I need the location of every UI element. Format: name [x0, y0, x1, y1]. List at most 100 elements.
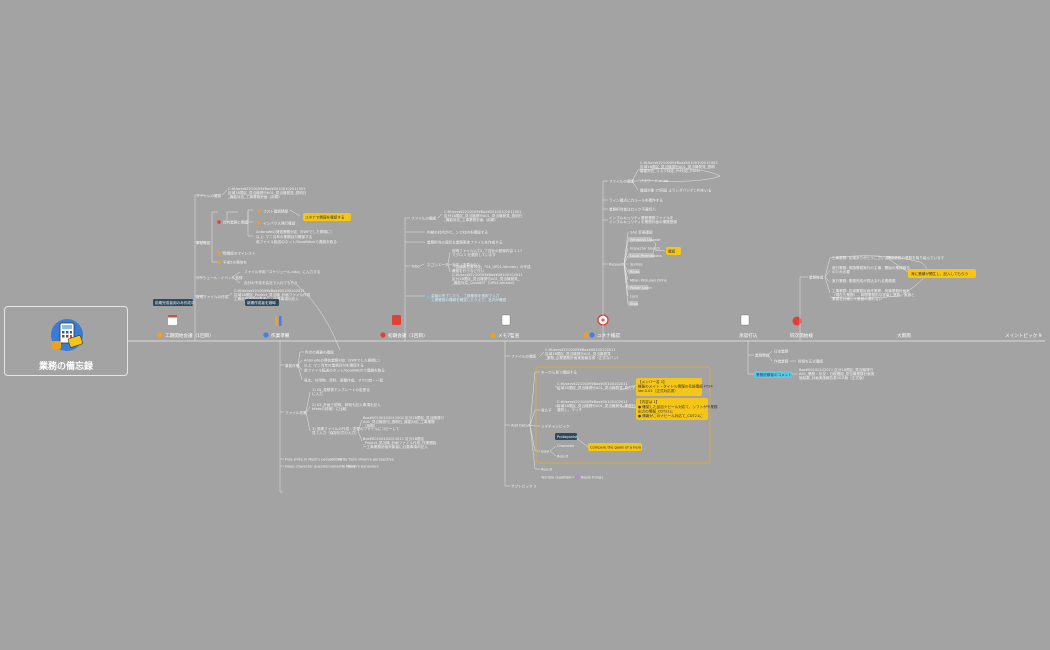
- checklist-icon: [740, 314, 750, 326]
- t3-path-1: C:¥Users¥2210009¥Box¥00100102011002: [444, 210, 522, 214]
- t2-prep-4: 見本、共用物、資料、書類作成、マクロ有・一覧: [304, 378, 383, 383]
- t3-path-2: 区分1B限区_見当機発行A01_見当機発見_週明日: [444, 213, 522, 218]
- topic-badge: [583, 332, 589, 338]
- t2-outline-check: 件次の概要の確認: [305, 350, 334, 355]
- t1-group-check: 社内業務に関連: [223, 220, 249, 225]
- t4-member-box[interactable]: [636, 378, 702, 396]
- topic-label: メイントピック 9: [1005, 333, 1042, 339]
- topic-8[interactable]: 大雨雨: [897, 332, 911, 339]
- branch-t4: [504, 341, 637, 487]
- topic-label: 工期開始会議（1回目）: [165, 332, 214, 339]
- t1-note-2: 以上: マニ当年の業務目付確保する: [256, 234, 313, 239]
- topic-9[interactable]: メイントピック 9: [1005, 333, 1042, 339]
- t5-check-sheet: 確認対象 25回品 よりシダバシゲン内をいる: [640, 188, 712, 193]
- topic-label: 同次開始検: [790, 332, 813, 339]
- t5-r10: Stop: [630, 302, 639, 306]
- topic-label: 承認打込: [739, 332, 758, 339]
- t3-texts: ファイルの確認 C:¥Users¥2210009¥Box¥00100102011…: [410, 210, 531, 302]
- t4-file-check: ファイルの確認: [511, 354, 537, 359]
- t4-texts: ファイルの確認 C:¥Users¥2210009¥Box¥00100102011…: [511, 348, 718, 489]
- t3-item-1: 内部の社内がけ、ンで社内を確認する: [427, 230, 488, 235]
- t4-member-1: 【メンバー名 1】: [638, 379, 667, 384]
- topic-7[interactable]: 同次開始検: [790, 316, 813, 340]
- t5-path-2: 区域1B限区_見当機発行A01_見当機発見_週明: [640, 164, 715, 169]
- t6-b2a: 評価を正式確認: [798, 359, 824, 364]
- t3-todo-2b: 確認を行うなど行い: [452, 268, 485, 273]
- t6-texts: 業務開始 日本業務 作業業務 評価を正式確認 業務依頼者のコメント Box¥00…: [754, 349, 875, 380]
- topic-4[interactable]: メモ7監査: [490, 314, 520, 339]
- t4-subtopic: サブトピック 3: [511, 484, 536, 489]
- t3-path-3: _機能対応_工事業務計画（用期）: [443, 217, 498, 222]
- t1-chk-invoice: インバウス発行確認: [263, 221, 296, 226]
- topic-3[interactable]: 初期会議（1回目）: [380, 315, 428, 339]
- t3-todo-1: ネゴシエーター対応（不要かも）: [427, 262, 481, 267]
- t3-todo-1a: 説明ファイル入力して自社の登録内容 1 17: [452, 248, 522, 253]
- t4-ticket: ミデチャンピック: [541, 424, 570, 429]
- t4-reply: Reply things: [581, 476, 603, 480]
- t4-member-3: Ver.0.01（正式対応書）: [638, 388, 678, 393]
- t2-persp-1b: Write from villain's perspective: [338, 458, 395, 462]
- t3-todo: ToDo: [410, 265, 420, 269]
- t2-path-4: Box¥00100102011011 区分1B限区: [363, 436, 425, 441]
- root-title: 業務の備忘録: [38, 362, 93, 372]
- document-icon: [501, 314, 511, 326]
- t1-file-create: 新規ファイルの作成: [196, 294, 229, 299]
- t3-todo-2a: 「会議報告書作成」「01_UP01-Version」の作成: [452, 264, 531, 269]
- t4-info-box[interactable]: [636, 398, 708, 420]
- t6-callout[interactable]: [754, 371, 792, 378]
- topic-badge: [490, 332, 496, 338]
- t5-r5: Sprites: [630, 263, 643, 267]
- t2-fw-2b: kfsasの詳細）に比較: [312, 406, 347, 411]
- t4-protagonist-box[interactable]: [555, 433, 577, 440]
- t6-callout-text: 業務依頼者のコメント: [756, 372, 792, 377]
- t4-g1: キーから見て確認する: [541, 370, 577, 375]
- t4-g2-label: 見た子: [541, 408, 552, 413]
- t2-path-2: A01_見当機発行_週明日_機能対応_工事業務: [363, 419, 435, 424]
- t2-prep-step: 事前作業: [285, 363, 300, 368]
- t3-todo-2d: 区分1B限区_見当機発行A01_見当機発見_: [452, 276, 520, 281]
- topic-badge: [380, 332, 386, 338]
- topic-badge: [157, 332, 163, 338]
- topic-2[interactable]: 作業準備: [263, 316, 290, 339]
- topic-6[interactable]: 承認打込: [739, 314, 758, 339]
- t4-compare-box[interactable]: [588, 443, 642, 451]
- topic-5[interactable]: ユネナ確認: [583, 314, 620, 339]
- topic-label: メモ7監査: [498, 332, 520, 339]
- t7-n1a: 確認業務の業務を取り組んでいます: [887, 255, 945, 260]
- t1-create-path-1: C:¥Users¥2210009¥Box¥00100102011: [234, 289, 305, 293]
- topic-label: 初期会議（1回目）: [388, 332, 428, 339]
- t2-prep-1: Antonofeの発信業務対応（SWFでした際順に）: [304, 358, 382, 363]
- t2-persp-2b: Villain's behaviors: [346, 465, 379, 469]
- t4-g3-path-2: 区域1B限区_見当機発行A01_見当機発見_業務計画: [557, 403, 639, 408]
- root-node[interactable]: 業務の備忘録: [4, 306, 128, 376]
- stop-icon: [792, 316, 802, 326]
- t5-path-3: 機能対応_リスク特定_PM対応_Excel: [640, 168, 700, 173]
- t5-r1: SAS 変更確認: [630, 230, 653, 235]
- t5-file-check: ファイルの確認: [609, 179, 635, 184]
- t2-path-6: ー工事業務計画対象者に必要事項の記入: [363, 444, 428, 449]
- t4-path-2: 区域1B限区_見当機発行A01_見当機発見: [545, 351, 611, 356]
- t1-create-path-2: 区域1B限区_Project_見当機_計画ファイル作成: [234, 292, 311, 297]
- calculator-card-icon: [51, 319, 83, 351]
- t4-goal: Goal: [541, 450, 549, 454]
- t1-highlight-box[interactable]: [303, 213, 351, 221]
- t4-info-1: 【内容は 1】: [638, 399, 659, 404]
- t4-g2-path-1: C:¥Users¥2210009¥Box¥00100102011: [557, 382, 628, 386]
- t2-path-5: _Project_見当機_計画ファイル作成_作業開始: [362, 440, 437, 445]
- t2-texts: 件次の概要の確認 事前作業 Antonofeの発信業務対応（SWFでした際順に）…: [285, 350, 444, 469]
- t7-n4-3: 業務を計画して業務の遅れない: [832, 296, 883, 301]
- t1-callout-2[interactable]: [245, 299, 279, 306]
- t5-done-badge[interactable]: [666, 247, 681, 255]
- t4-g3-path-1: C:¥Users¥2210009¥Box¥00100102011: [557, 400, 628, 404]
- t7-n2a: のため必要: [832, 269, 850, 274]
- t1-callout-1[interactable]: [153, 299, 193, 306]
- t4-path-3: _業務_企業業務計画実施報告書（正式なバン）: [544, 355, 621, 360]
- t1-callout-1-text: 前期完成者用のみ作成中: [155, 300, 195, 305]
- t3-file-check: ファイルの確認: [411, 216, 437, 221]
- book-icon: [392, 315, 401, 325]
- t2-fw-1: 1) 05_見積書テンプレートの定型化: [312, 387, 370, 392]
- t4-group-label: Add Detail: [511, 424, 530, 428]
- topic-1[interactable]: 工期開始会議（1回目）: [157, 315, 214, 339]
- t1-create-path-3: 工期計画実施対象者に、必要事項の記入: [234, 296, 299, 301]
- t7-highlight-box[interactable]: [908, 269, 976, 278]
